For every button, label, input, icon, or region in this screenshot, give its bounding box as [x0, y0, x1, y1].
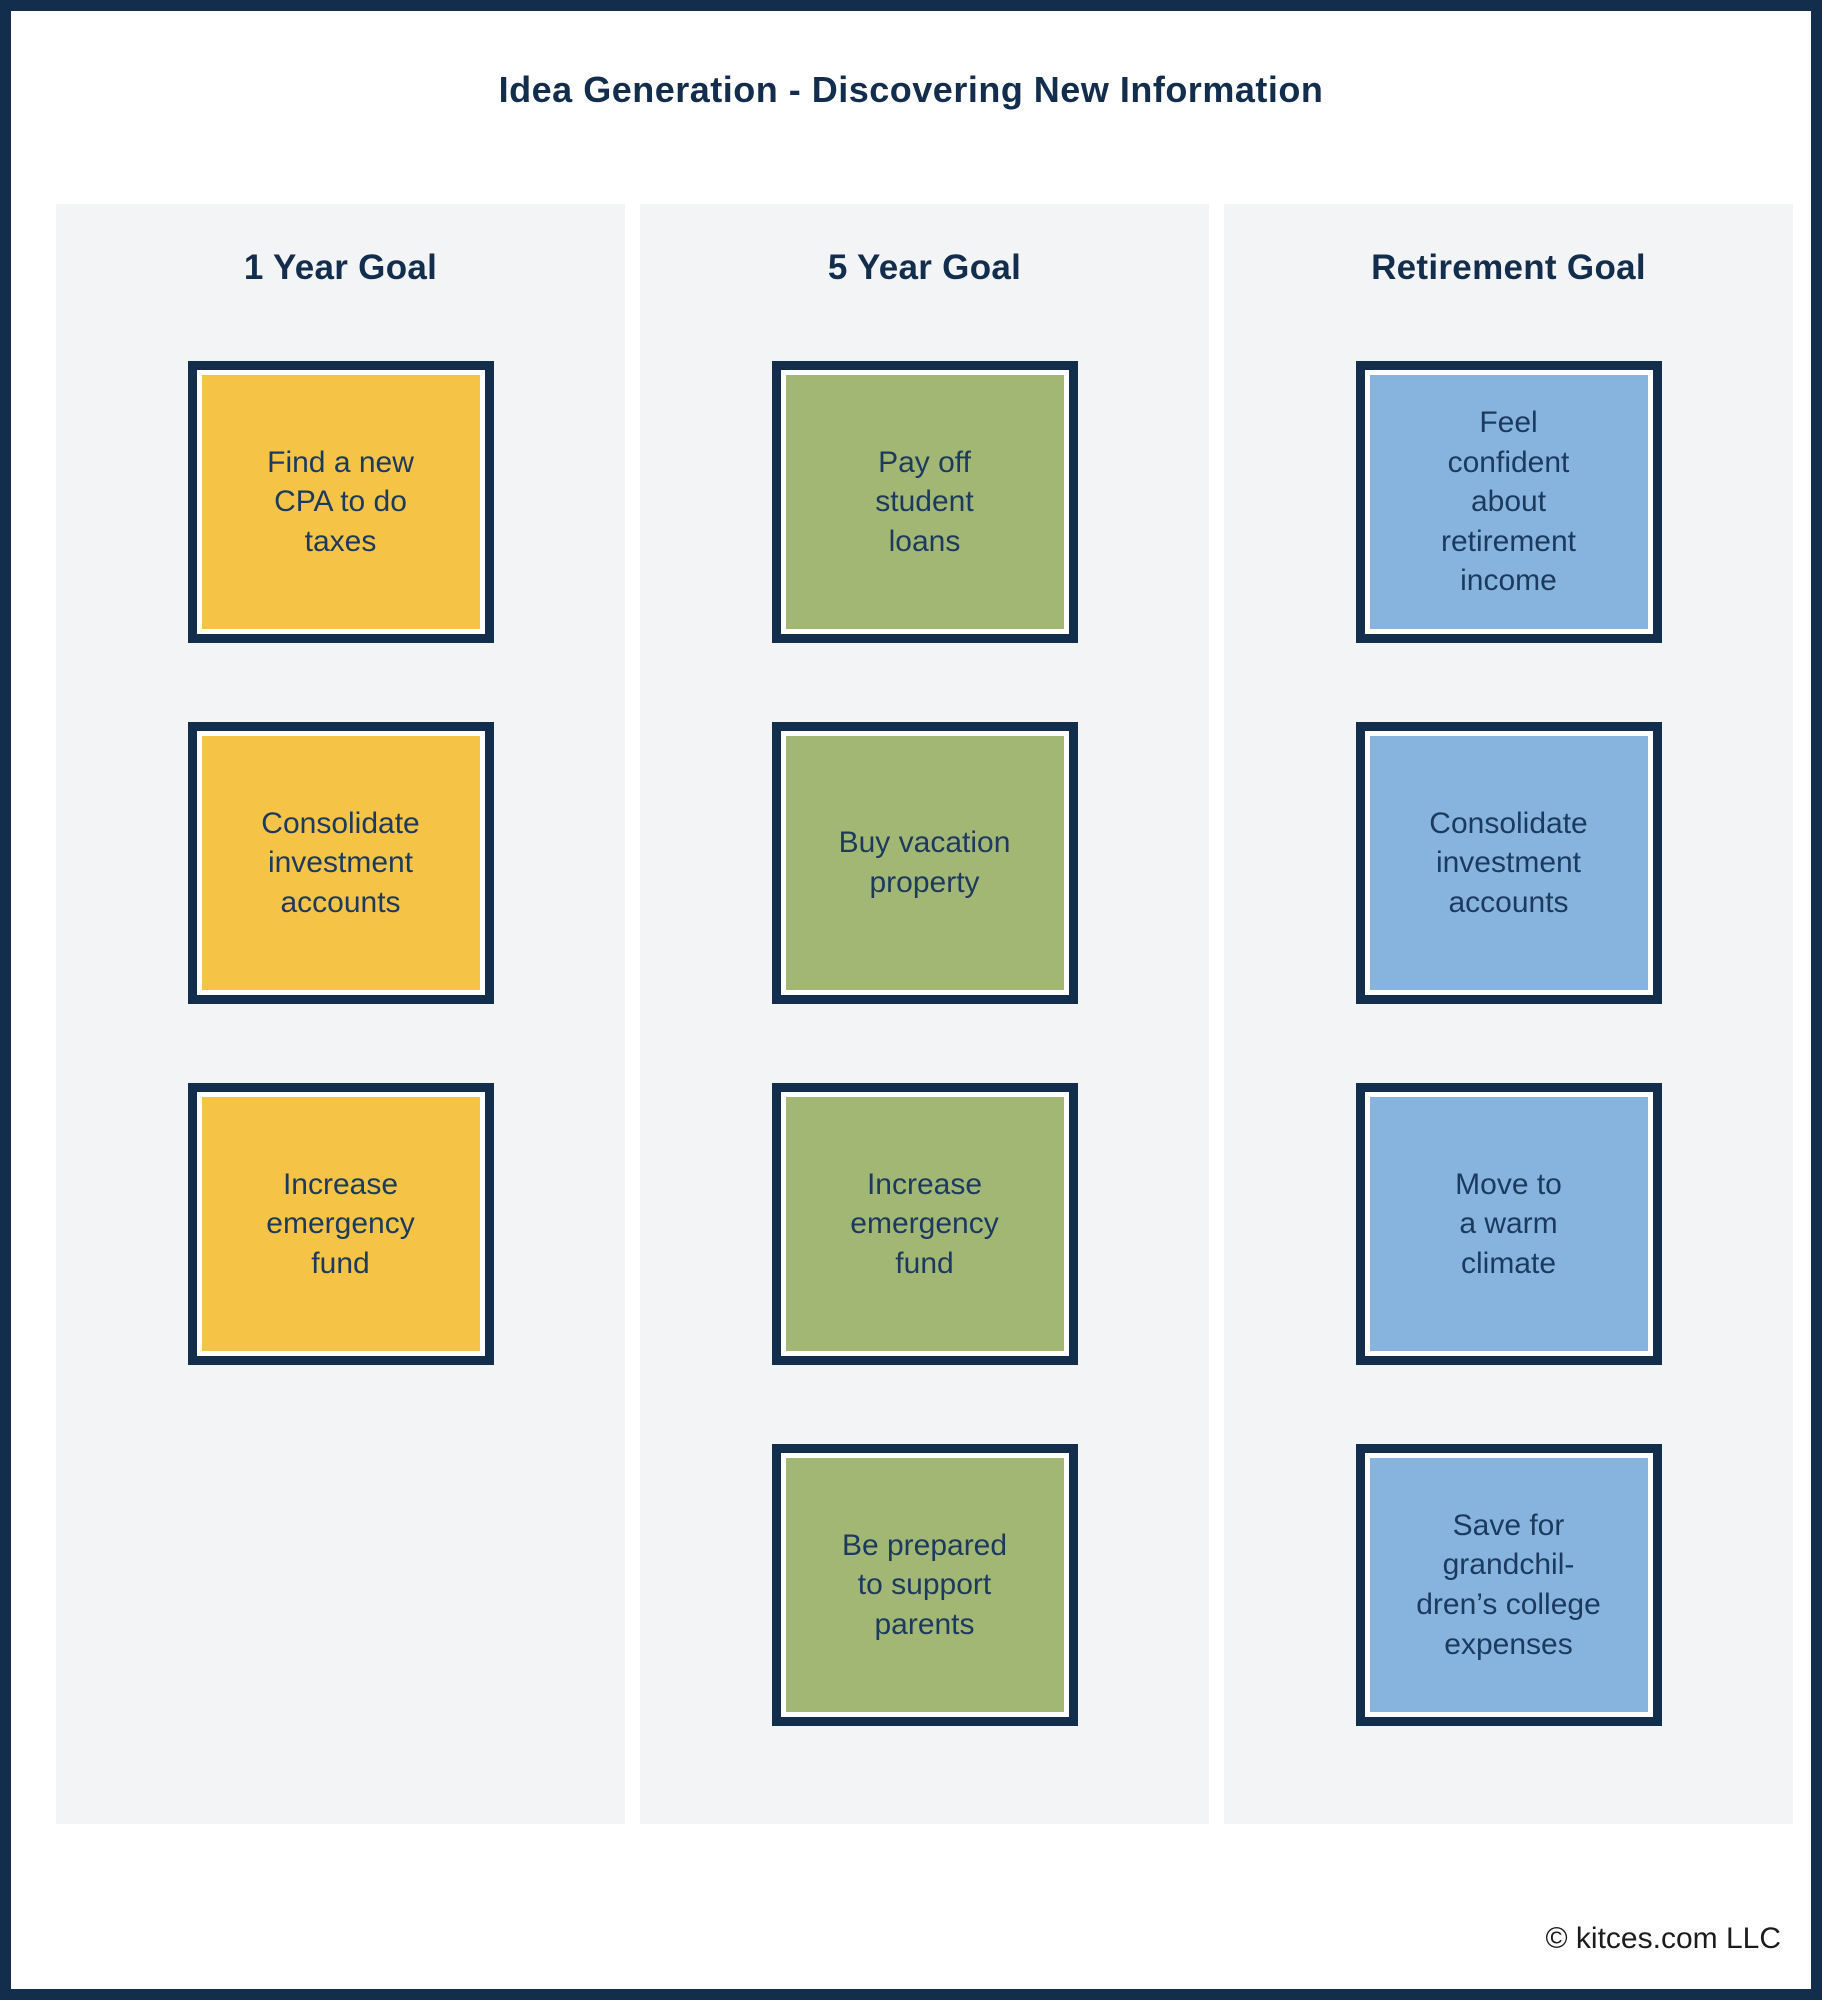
goal-card-fill: Pay off student loans	[785, 375, 1064, 629]
goal-card-text: Save for grandchil- dren’s college expen…	[1416, 1508, 1601, 1661]
goal-card-text: Consolidate investment accounts	[1429, 806, 1588, 919]
goal-card-text: Increase emergency fund	[850, 1167, 999, 1280]
column-header: 5 Year Goal	[827, 248, 1022, 287]
goal-card: Buy vacation property	[771, 722, 1078, 1004]
goal-card: Find a new CPA to do taxes	[187, 361, 494, 643]
column-header: 1 Year Goal	[243, 248, 438, 287]
goal-card-fill: Be prepared to support parents	[785, 1458, 1064, 1712]
goal-card-fill: Increase emergency fund	[785, 1097, 1064, 1351]
goal-card: Increase emergency fund	[771, 1083, 1078, 1365]
goal-card-fill: Buy vacation property	[785, 736, 1064, 990]
column-retirement-goal: Retirement Goal Feel confident about ret…	[1224, 204, 1793, 1824]
goal-card-fill: Feel confident about retirement income	[1369, 375, 1648, 629]
goal-card-fill: Consolidate investment accounts	[201, 736, 480, 990]
copyright-notice: © kitces.com LLC	[1545, 1922, 1781, 1955]
goal-card: Consolidate investment accounts	[187, 722, 494, 1004]
column-1-year-goal: 1 Year Goal Find a new CPA to do taxes C…	[56, 204, 625, 1824]
goal-card: Move to a warm climate	[1355, 1083, 1662, 1365]
goal-card-fill: Move to a warm climate	[1369, 1097, 1648, 1351]
goal-card: Feel confident about retirement income	[1355, 361, 1662, 643]
goal-columns: 1 Year Goal Find a new CPA to do taxes C…	[56, 204, 1793, 1824]
goal-card-text: Be prepared to support parents	[841, 1528, 1008, 1641]
goal-card: Pay off student loans	[771, 361, 1078, 643]
column-5-year-goal: 5 Year Goal Pay off student loans Buy va…	[640, 204, 1209, 1824]
goal-card-text: Increase emergency fund	[266, 1167, 415, 1280]
goal-card-fill: Consolidate investment accounts	[1369, 736, 1648, 990]
goal-card-fill: Increase emergency fund	[201, 1097, 480, 1351]
goal-card: Consolidate investment accounts	[1355, 722, 1662, 1004]
goal-card-text: Buy vacation property	[838, 826, 1011, 899]
goal-card-text: Find a new CPA to do taxes	[267, 445, 414, 558]
goal-card-text: Consolidate investment accounts	[261, 806, 420, 919]
goal-card-fill: Save for grandchil- dren’s college expen…	[1369, 1458, 1648, 1712]
goal-card: Save for grandchil- dren’s college expen…	[1355, 1444, 1662, 1726]
goal-card-text: Pay off student loans	[875, 445, 974, 558]
goal-card: Be prepared to support parents	[771, 1444, 1078, 1726]
goal-card: Increase emergency fund	[187, 1083, 494, 1365]
goal-card-text: Move to a warm climate	[1455, 1167, 1562, 1280]
column-header: Retirement Goal	[1371, 248, 1646, 287]
page-title: Idea Generation - Discovering New Inform…	[498, 69, 1324, 110]
goal-card-fill: Find a new CPA to do taxes	[201, 375, 480, 629]
goal-card-text: Feel confident about retirement income	[1440, 406, 1577, 598]
